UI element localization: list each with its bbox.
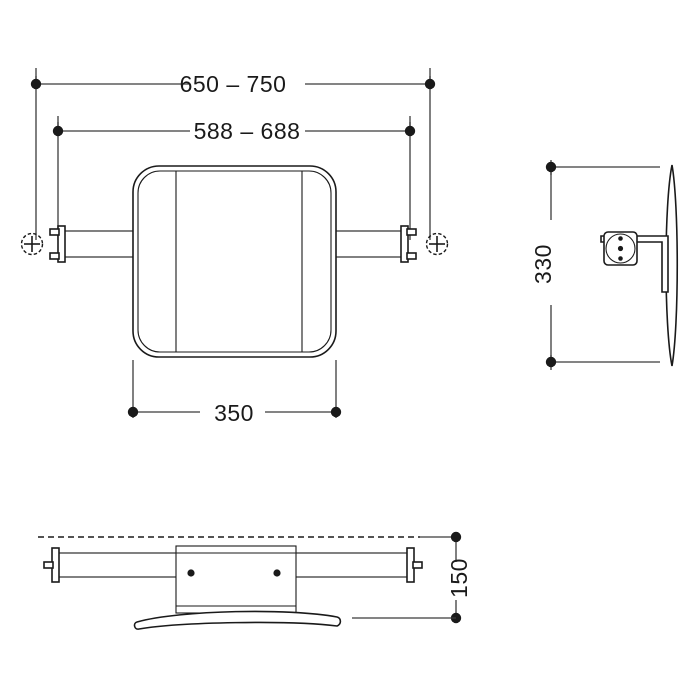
anchor-circle-left bbox=[20, 232, 44, 256]
dim-label-overall-width: 650 – 750 bbox=[180, 71, 287, 97]
backrest-bracket-plan bbox=[175, 545, 297, 614]
backrest-pad-plan-profile bbox=[133, 610, 342, 630]
grab-rail-left-flange-lug-top bbox=[49, 228, 60, 236]
anchor-point-left bbox=[20, 232, 44, 256]
dim-dot-mounting-left bbox=[52, 125, 64, 137]
dim-dot-overall-left bbox=[30, 78, 42, 90]
dim-label-panel-width: 350 bbox=[214, 400, 254, 426]
plan-view: 150 bbox=[38, 531, 472, 630]
side-elevation-view: 330 bbox=[530, 160, 679, 370]
dim-dot-overall-right bbox=[424, 78, 436, 90]
wall-bracket-side bbox=[603, 231, 638, 266]
backrest-panel-side-profile bbox=[665, 164, 679, 367]
grab-rail-right-flange-lug-top bbox=[406, 228, 417, 236]
backrest-bracket-box bbox=[175, 545, 297, 614]
dim-dot-panel-left bbox=[127, 406, 139, 418]
grab-rail-right-flange bbox=[400, 225, 409, 263]
grab-rail-plan-left-lug bbox=[43, 561, 54, 569]
backrest-pad-section bbox=[665, 164, 679, 367]
grab-rail-plan-right-lug bbox=[412, 561, 423, 569]
backrest-pad-plan bbox=[133, 610, 342, 630]
dim-label-panel-height: 330 bbox=[530, 244, 556, 284]
dim-label-projection-depth: 150 bbox=[446, 558, 472, 598]
grab-rail-left-flange bbox=[57, 225, 66, 263]
dim-dot-plan-top bbox=[450, 531, 462, 543]
wall-bracket-hole-bottom bbox=[618, 256, 623, 261]
grab-rail-left-flange-lug-bottom bbox=[49, 252, 60, 260]
grab-rail-right-flange-lug-bottom bbox=[406, 252, 417, 260]
grab-rail-right bbox=[329, 225, 417, 263]
backrest-panel-outer-edge bbox=[132, 165, 337, 358]
dim-dot-mounting-right bbox=[404, 125, 416, 137]
grab-rail-right-tube bbox=[329, 230, 403, 258]
front-elevation-view: 650 – 750 588 – 688 bbox=[20, 68, 449, 426]
dim-dot-side-bottom bbox=[545, 356, 557, 368]
dim-dot-side-top bbox=[545, 161, 557, 173]
wall-bracket-centre-hole bbox=[617, 245, 624, 252]
backrest-panel-front bbox=[132, 165, 337, 358]
dim-label-mounting-width: 588 – 688 bbox=[194, 118, 301, 144]
backrest-bracket-fixing-hole-left bbox=[187, 569, 195, 577]
backrest-panel-inner-edge bbox=[137, 170, 332, 353]
backrest-bracket-fixing-hole-right bbox=[273, 569, 281, 577]
dim-dot-panel-right bbox=[330, 406, 342, 418]
anchor-circle-right bbox=[425, 232, 449, 256]
wall-bracket-hole-top bbox=[618, 236, 623, 241]
anchor-point-right bbox=[425, 232, 449, 256]
